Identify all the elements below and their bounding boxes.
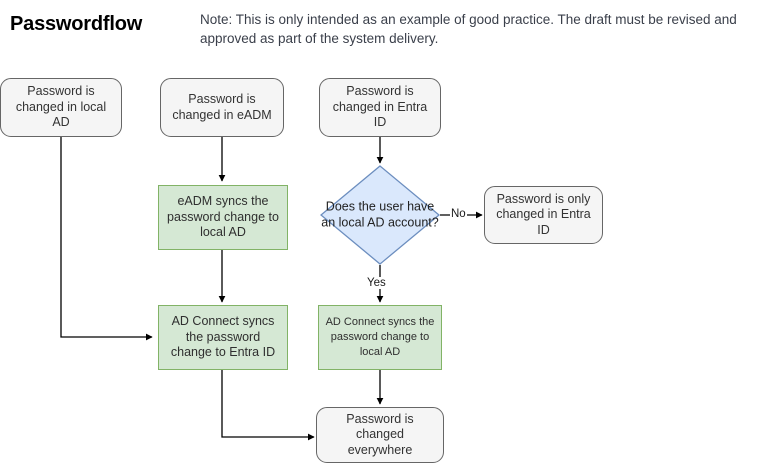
node-adconnect-to-entra-label: AD Connect syncs the password change to … xyxy=(170,314,276,360)
node-start-eadm-label: Password is changed in eADM xyxy=(172,92,272,122)
node-only-entra-id-label: Password is only changed in Entra ID xyxy=(496,191,591,237)
edge-adconnect-entra-to-everywhere xyxy=(221,370,315,441)
edge-local-ad-to-adconnect-entra xyxy=(60,137,153,341)
node-eadm-sync[interactable]: eADM syncs the password change to local … xyxy=(158,185,288,250)
node-adconnect-to-entra[interactable]: AD Connect syncs the password change to … xyxy=(158,305,288,370)
decision-diamond-shape xyxy=(320,165,440,265)
node-changed-everywhere-label: Password is changed everywhere xyxy=(346,411,414,457)
edge-label-no: No xyxy=(450,208,467,220)
node-only-entra-id[interactable]: Password is only changed in Entra ID xyxy=(484,186,603,244)
node-start-entra-id[interactable]: Password is changed in Entra ID xyxy=(319,78,441,137)
note-text: Note: This is only intended as an exampl… xyxy=(200,12,737,46)
node-start-local-ad-label: Password is changed in local AD xyxy=(15,84,107,130)
node-start-local-ad[interactable]: Password is changed in local AD xyxy=(0,78,122,137)
page-title: Passwordflow xyxy=(10,13,143,35)
node-adconnect-to-local-ad[interactable]: AD Connect syncs the password change to … xyxy=(318,305,442,370)
node-start-eadm[interactable]: Password is changed in eADM xyxy=(160,78,284,137)
node-has-local-ad-account[interactable]: Does the user have an local AD account? xyxy=(320,165,440,265)
edge-label-yes: Yes xyxy=(366,277,387,289)
node-changed-everywhere[interactable]: Password is changed everywhere xyxy=(316,407,444,463)
node-adconnect-to-local-ad-label: AD Connect syncs the password change to … xyxy=(325,316,435,358)
node-eadm-sync-label: eADM syncs the password change to local … xyxy=(167,194,279,240)
node-start-entra-id-label: Password is changed in Entra ID xyxy=(332,84,428,130)
